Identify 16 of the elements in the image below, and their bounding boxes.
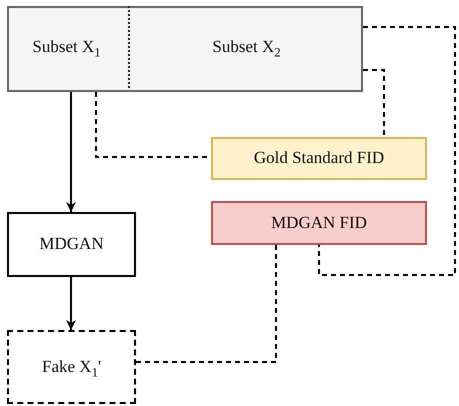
dataset-box	[7, 6, 363, 92]
output-box	[7, 330, 136, 404]
connector-line	[136, 245, 277, 363]
arrow	[66, 277, 76, 330]
score-box	[211, 137, 427, 180]
model-box	[7, 212, 136, 277]
node-label: Subset X$_{2}$	[212, 36, 281, 58]
node-label: MDGAN FID	[271, 212, 367, 234]
node-label: Subset X$_{1}$	[32, 36, 101, 58]
connector-line	[318, 26, 456, 276]
node-label: MDGAN	[39, 234, 104, 255]
connector-line	[363, 69, 385, 137]
node-label: Fake X$_{1}$'	[42, 356, 102, 378]
arrow	[66, 92, 76, 212]
node-label: Gold Standard FID	[254, 148, 384, 169]
score-box	[211, 201, 427, 245]
